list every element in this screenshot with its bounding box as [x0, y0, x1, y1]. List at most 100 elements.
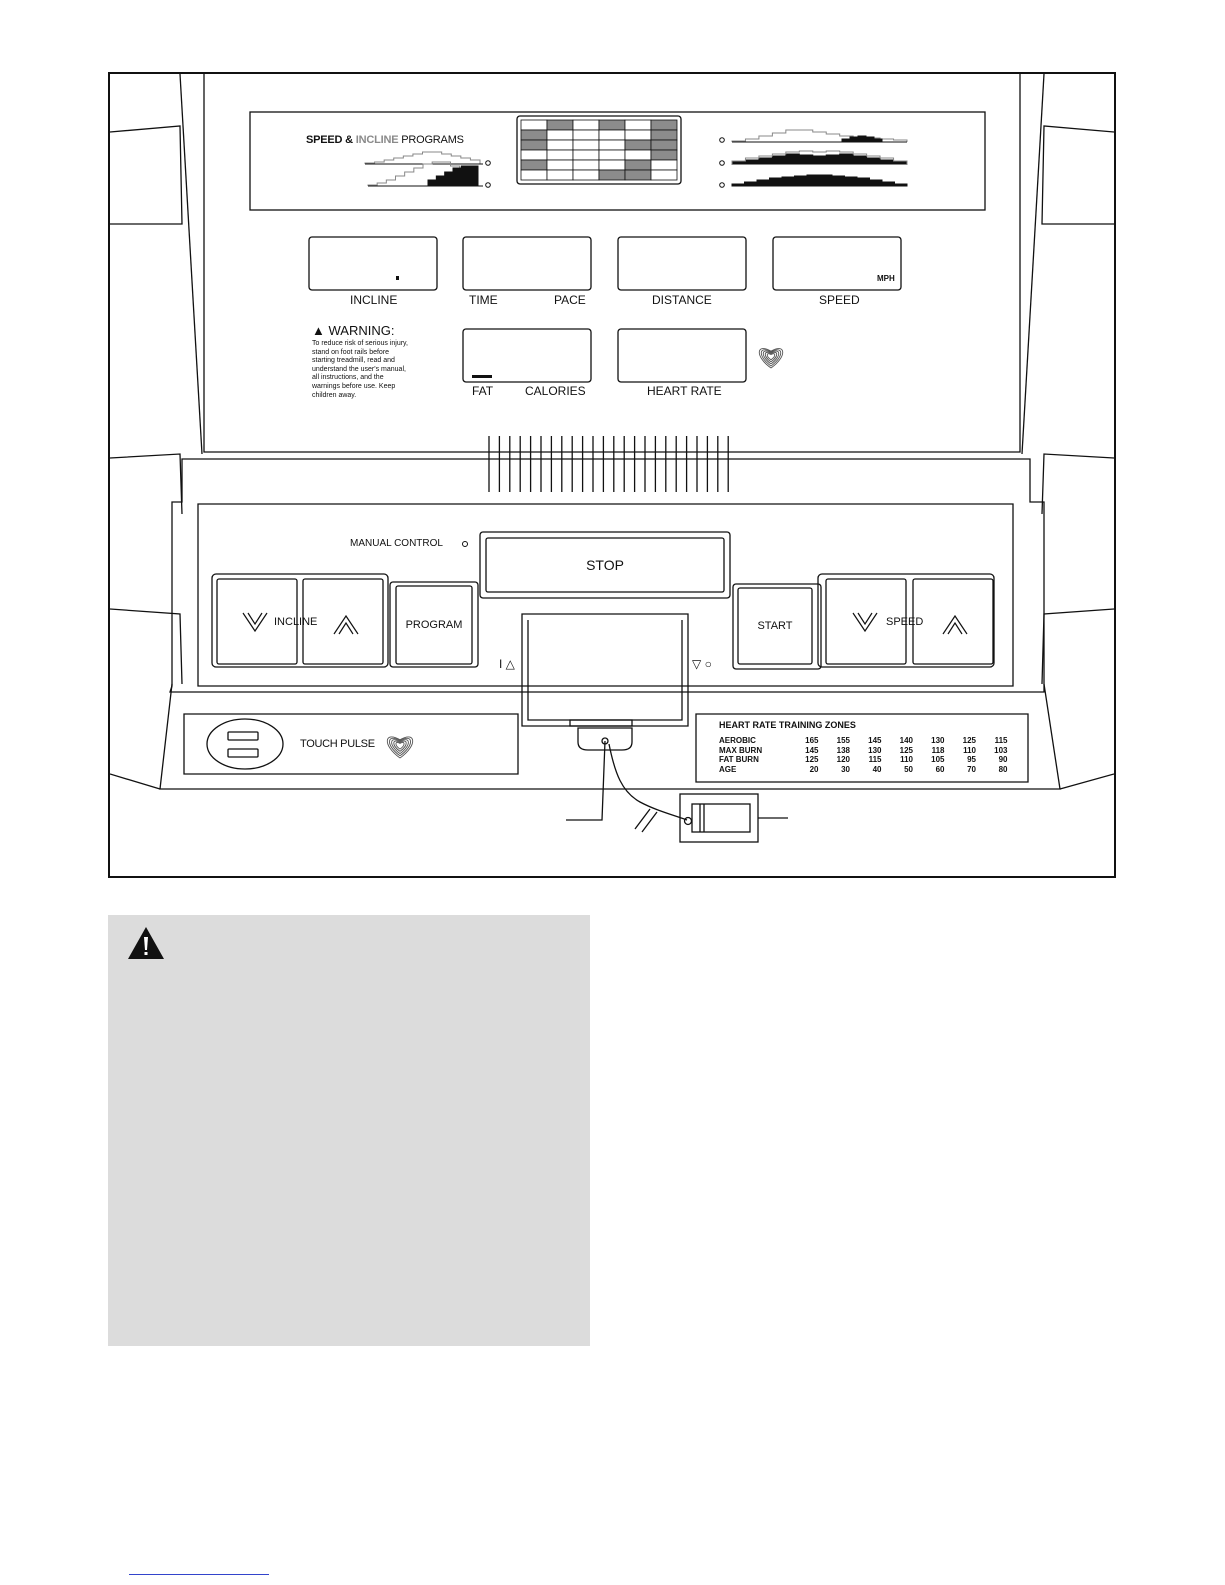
zone-row-name: AEROBIC — [719, 736, 756, 745]
mph-unit: MPH — [877, 274, 895, 283]
grid-cell — [650, 159, 678, 171]
grid-cell — [624, 119, 652, 131]
grid-cell — [572, 159, 600, 171]
zone-value: 70 — [967, 764, 976, 774]
grid-cell — [546, 149, 574, 161]
zone-value: 20 — [809, 764, 819, 774]
grid-cell — [520, 129, 548, 141]
zone-value: 165 — [805, 736, 819, 745]
grid-cell — [624, 129, 652, 141]
zone-value: 60 — [935, 764, 945, 774]
grid-cell — [624, 149, 652, 161]
zone-value: 118 — [931, 745, 945, 755]
stop-button-frame — [479, 531, 731, 599]
grid-cell — [572, 119, 600, 131]
grid-cell — [650, 139, 678, 151]
grid-cell — [624, 159, 652, 171]
speed-up-frame — [912, 578, 994, 665]
program-button-frame — [395, 585, 473, 665]
lower-console — [169, 458, 1045, 693]
start-button[interactable]: START — [757, 620, 793, 632]
right-handrail-top — [1041, 125, 1114, 225]
time-pace-window — [462, 236, 592, 291]
grid-cell — [650, 119, 678, 131]
console-warning-text: To reduce risk of serious injury, stand … — [312, 340, 408, 399]
distance-label: DISTANCE — [652, 293, 712, 307]
start-button-frame — [737, 587, 813, 665]
speed-window — [772, 236, 902, 291]
grid-cell — [546, 139, 574, 151]
program-profile — [731, 153, 908, 165]
zone-value: 50 — [904, 764, 913, 774]
safety-key-holder[interactable] — [522, 614, 688, 726]
programs-title: SPEED & INCLINE PROGRAMS — [306, 134, 464, 146]
zone-value: 125 — [962, 736, 976, 745]
grid-cell — [520, 149, 548, 161]
chevron-up-icon — [333, 614, 359, 635]
incline-up-frame — [302, 578, 384, 665]
program-profiles — [364, 129, 908, 187]
touch-pulse-label: TOUCH PULSE — [300, 738, 375, 750]
incline-button-label: INCLINE — [274, 616, 318, 628]
zone-value: 140 — [899, 736, 913, 745]
vent-grille — [488, 436, 729, 492]
console-drawing — [110, 74, 1114, 843]
program-profile — [731, 150, 908, 164]
grid-cell — [572, 139, 600, 151]
programs-title-speed: SPEED & — [306, 134, 356, 146]
stop-button[interactable]: STOP — [586, 557, 624, 573]
grid-cell — [546, 129, 574, 141]
chevron-down-icon — [242, 612, 268, 633]
program-button[interactable]: PROGRAM — [405, 619, 463, 631]
fat-label: FAT — [472, 384, 494, 398]
key-leader-line — [566, 740, 606, 821]
zone-value: 125 — [899, 745, 913, 755]
left-handrail-top — [110, 125, 183, 225]
zone-value: 155 — [836, 736, 850, 745]
zone-value: 105 — [931, 755, 945, 764]
touch-pulse-panel — [183, 713, 519, 775]
grid-cell — [598, 119, 626, 131]
incline-label: INCLINE — [350, 293, 398, 307]
zone-row-name: MAX BURN — [719, 745, 763, 755]
console-left-edge — [179, 74, 203, 455]
heart-rate-window — [617, 328, 747, 383]
grid-cell — [546, 159, 574, 171]
speed-label: SPEED — [819, 293, 860, 307]
zone-value: 130 — [931, 736, 945, 745]
zone-value: 95 — [967, 755, 976, 764]
pulse-sensor[interactable] — [207, 719, 283, 769]
heart-icon — [758, 348, 784, 369]
zone-row-name: FAT BURN — [719, 755, 759, 764]
deck-bottom — [159, 683, 1061, 790]
time-label: TIME — [469, 293, 498, 307]
button-deck — [197, 503, 1014, 687]
calories-label: CALORIES — [525, 384, 586, 398]
grid-cell — [520, 159, 548, 171]
zone-value: 145 — [805, 745, 819, 755]
arrow-chevrons — [242, 612, 968, 635]
program-profile — [841, 135, 883, 143]
left-handrail-low — [110, 608, 183, 685]
right-handrail-low — [1041, 608, 1114, 685]
grid-cell — [572, 129, 600, 141]
zones-panel — [695, 713, 1029, 783]
grid-cell — [520, 139, 548, 151]
safety-key — [521, 613, 788, 843]
zone-value: 125 — [805, 755, 819, 764]
speed-up-button[interactable] — [913, 579, 993, 664]
grid-cell — [650, 169, 678, 181]
zone-value: 40 — [872, 764, 882, 774]
warning-title-text: WARNING: — [328, 323, 395, 338]
key-right-mark: ▽ ○ — [692, 657, 712, 671]
programs-title-incline: INCLINE — [355, 134, 399, 146]
grid-cell — [572, 169, 600, 181]
grid-cell — [650, 149, 678, 161]
right-handrail-mid — [1041, 453, 1114, 515]
grid-cell — [598, 159, 626, 171]
pulse-sensor-oval — [206, 718, 284, 770]
